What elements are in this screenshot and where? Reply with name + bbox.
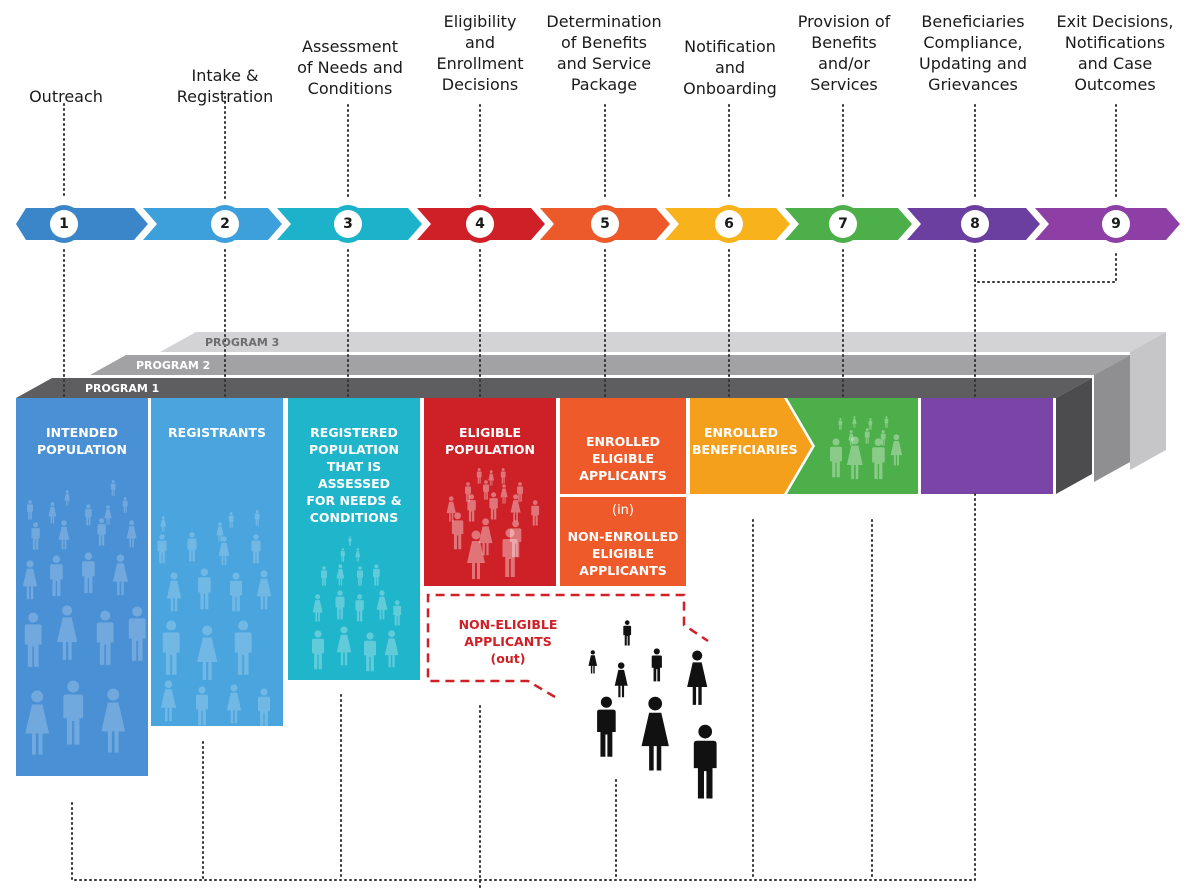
enrolled-eligible-applicants-sub: (in)	[612, 503, 634, 518]
non-enrolled-eligible-applicants-sub: (waitlist)	[594, 598, 652, 613]
program-1-layer-top	[16, 378, 1092, 398]
program-3-label: PROGRAM 3	[205, 336, 280, 349]
stage-label-provision: Provision of Benefits and/or Services	[797, 12, 891, 94]
step-number-1: 1	[50, 210, 78, 238]
non-enrolled-eligible-applicants-box	[560, 497, 686, 586]
registered-population-box	[288, 398, 420, 680]
program-2-layer-top	[90, 355, 1130, 375]
stage-label-determination: Determination of Benefits and Service Pa…	[546, 12, 662, 94]
program-1-label: PROGRAM 1	[85, 382, 160, 395]
exit-connector-dotted-line	[974, 249, 1117, 283]
step-number-6: 6	[715, 210, 743, 238]
non-eligible-applicants-people	[588, 620, 717, 799]
stage-label-outreach: Outreach	[29, 87, 103, 106]
non-enrolled-eligible-applicants-label: NON-ENROLLED ELIGIBLE APPLICANTS (waitli…	[560, 511, 686, 614]
enrolled-beneficiaries-box	[690, 398, 812, 494]
step-number-7: 7	[829, 210, 857, 238]
eligible-population-label: ELIGIBLE POPULATION	[444, 425, 536, 457]
enrolled-eligible-applicants-label: ENROLLED ELIGIBLE APPLICANTS (in)	[560, 416, 686, 519]
step-number-4: 4	[466, 210, 494, 238]
registrants-box	[151, 398, 283, 726]
non-enrolled-eligible-applicants-title: NON-ENROLLED ELIGIBLE APPLICANTS	[567, 529, 679, 578]
stage-label-eligibility: Eligibility and Enrollment Decisions	[436, 12, 524, 94]
stage-label-intake: Intake & Registration	[176, 66, 274, 106]
enrolled-beneficiaries-label: ENROLLED BENEFICIARIES	[692, 425, 798, 457]
intended-population-label: INTENDED POPULATION	[36, 425, 128, 457]
stage-label-assessment: Assessment of Needs and Conditions	[297, 37, 403, 98]
stage-label-notification: Notification and Onboarding	[683, 37, 777, 98]
step-number-8: 8	[961, 210, 989, 238]
registrants-label: REGISTRANTS	[168, 425, 266, 440]
program-2-layer-side	[1094, 355, 1130, 482]
enrolled-eligible-applicants-title: ENROLLED ELIGIBLE APPLICANTS	[579, 434, 667, 483]
program-1-layer-side	[1056, 378, 1092, 494]
program-3-layer-top	[160, 332, 1166, 352]
step-number-2: 2	[211, 210, 239, 238]
step-number-9: 9	[1102, 210, 1130, 238]
compliance-box	[921, 398, 1053, 494]
enrolled-eligible-applicants-box	[560, 398, 686, 494]
registered-population-label: REGISTERED POPULATION THAT IS ASSESSED F…	[306, 425, 402, 525]
eligible-population-box	[424, 398, 556, 586]
stage-label-exit: Exit Decisions, Notifications and Case O…	[1056, 12, 1174, 94]
step-number-5: 5	[591, 210, 619, 238]
non-eligible-applicants-label: NON-ELIGIBLE APPLICANTS (out)	[458, 617, 558, 666]
step-number-3: 3	[334, 210, 362, 238]
non-eligible-callout-outline	[426, 593, 709, 699]
stage-label-compliance: Beneficiaries Compliance, Updating and G…	[918, 12, 1028, 94]
program-3-layer-side	[1130, 332, 1166, 470]
program-2-label: PROGRAM 2	[136, 359, 211, 372]
